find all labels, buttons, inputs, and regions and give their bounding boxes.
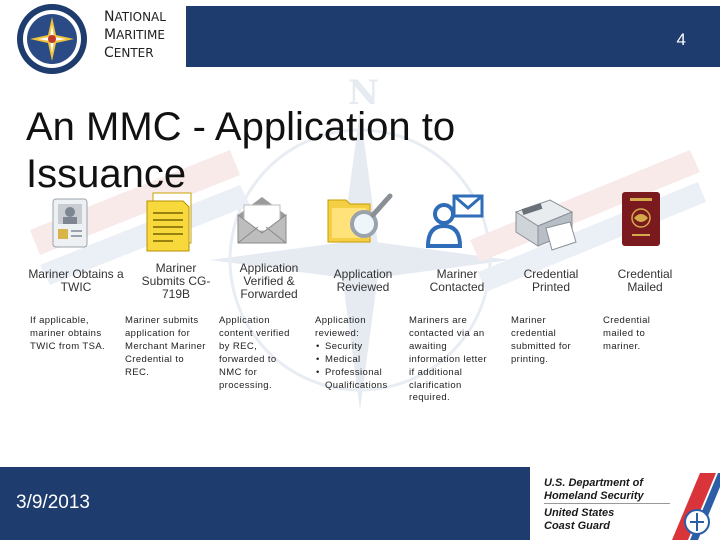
step-label-contacted: Mariner Contacted [429, 267, 485, 295]
uscg-line-2: Coast Guard [544, 520, 611, 532]
printer-icon [514, 199, 577, 251]
step-label-printed: Credential Printed [523, 267, 579, 295]
step-label-reviewed: Application Reviewed [333, 267, 393, 295]
org-name-line-2: MARITIME [104, 27, 165, 43]
step-label-mailed: Credential Mailed [617, 267, 673, 295]
twic-card-icon [52, 198, 88, 248]
review-intro: Application reviewed: [315, 315, 366, 339]
step-desc-reviewed: Application reviewed: Security Medical P… [315, 315, 399, 392]
step-desc-mailed: Credential mailed to mariner. [603, 315, 651, 352]
review-bullet-list: Security Medical Professional Qualificat… [315, 341, 399, 393]
review-bullet: Professional Qualifications [316, 367, 399, 393]
org-name-line-1: NATIONAL [104, 9, 166, 25]
uscg-racing-stripe-logo [672, 473, 720, 540]
dhs-uscg-logo-block: U.S. Department of Homeland Security Uni… [530, 467, 720, 540]
review-bullet: Security [316, 341, 399, 354]
step-desc-printed: Mariner credential submitted for printin… [511, 315, 572, 365]
header-bar: 4 [186, 6, 720, 67]
folder-magnifier-icon [327, 193, 393, 243]
envelope-icon [237, 197, 287, 244]
divider [544, 503, 670, 504]
dhs-line-2: Homeland Security [544, 490, 644, 502]
step-label-verified: Application Verified & Forwarded [239, 261, 299, 302]
dhs-line-1: U.S. Department of [544, 477, 644, 489]
review-bullet: Medical [316, 354, 399, 367]
step-label-twic: Mariner Obtains a TWIC [28, 267, 124, 295]
step-label-submit: Mariner Submits CG-719B [141, 261, 211, 302]
nmc-seal-logo [17, 4, 87, 74]
slide-title: An MMC - Application to Issuance [26, 105, 456, 197]
contact-person-mail-icon [426, 194, 484, 248]
step-desc-twic: If applicable, mariner obtains TWIC from… [30, 315, 106, 352]
svg-text:N: N [348, 73, 379, 113]
form-document-icon [146, 192, 192, 252]
step-desc-contacted: Mariners are contacted via an awaiting i… [409, 315, 487, 404]
uscg-line-1: United States [544, 507, 615, 519]
step-desc-verified: Application content verified by REC, for… [219, 315, 290, 391]
passport-icon [622, 192, 660, 246]
org-name-line-3: CENTER [104, 45, 154, 61]
slide-number: 4 [676, 30, 686, 49]
slide-date: 3/9/2013 [16, 492, 90, 513]
footer-bar [0, 467, 530, 540]
step-desc-submit: Mariner submits application for Merchant… [125, 315, 206, 378]
